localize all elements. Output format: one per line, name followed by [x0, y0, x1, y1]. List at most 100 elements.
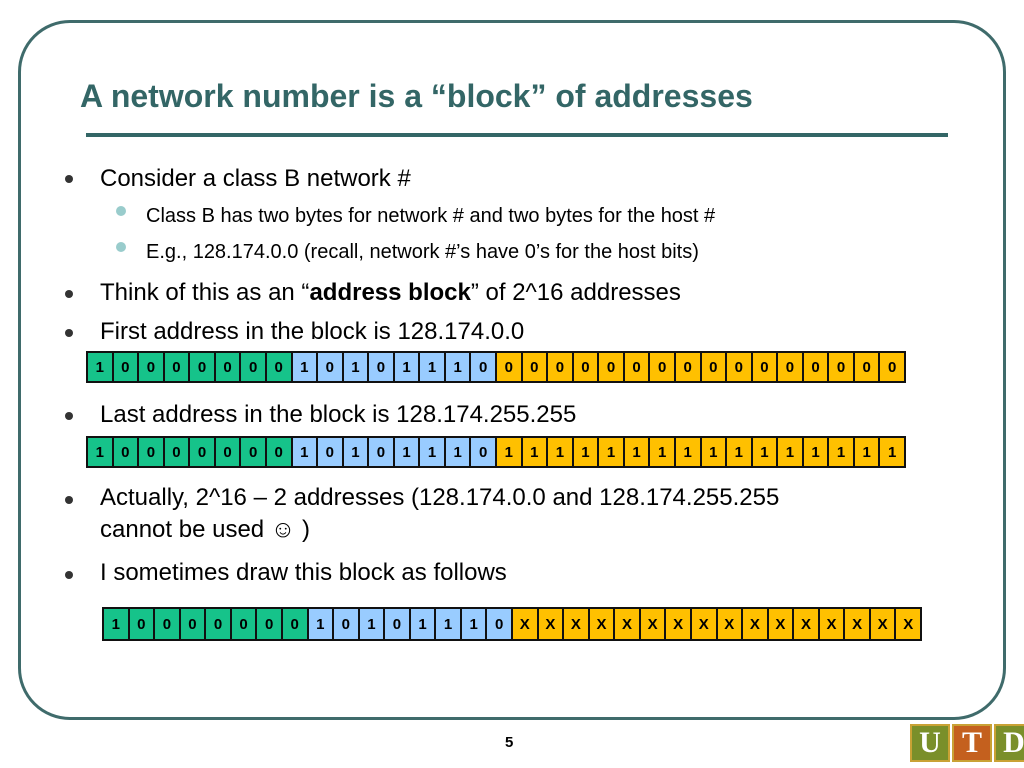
host-bit-cell: X	[896, 609, 922, 639]
host-bit-cell: 1	[650, 438, 676, 466]
host-bit-cell: 1	[624, 438, 651, 466]
logo-letter-d: D	[994, 724, 1024, 762]
host-bit-cell: 1	[829, 438, 855, 466]
bullet-dot	[65, 571, 73, 579]
bullet-dot	[65, 496, 73, 504]
host-bit-cell: 1	[803, 438, 830, 466]
host-bit-cell: 0	[675, 353, 702, 381]
network-bit-cell: 0	[241, 353, 267, 381]
host-bit-cell: 0	[752, 353, 779, 381]
utd-logo: U T D	[910, 724, 1024, 762]
network-bit-cell: 1	[88, 438, 114, 466]
host-bit-cell: X	[691, 609, 718, 639]
bullet-dot	[65, 329, 73, 337]
network-bit-cell: 1	[420, 438, 446, 466]
bullet-first-address: First address in the block is 128.174.0.…	[100, 318, 525, 345]
network-bit-cell: 0	[385, 609, 411, 639]
host-bit-cell: 0	[624, 353, 651, 381]
sub-bullet-class-b-bytes: Class B has two bytes for network # and …	[146, 205, 716, 227]
network-bit-cell: 1	[394, 438, 421, 466]
host-bit-cell: 1	[522, 438, 549, 466]
network-bit-cell: 0	[318, 353, 344, 381]
host-bit-cell: 1	[599, 438, 625, 466]
host-bit-cell: X	[870, 609, 897, 639]
bullet-last-address: Last address in the block is 128.174.255…	[100, 401, 577, 428]
host-bit-cell: X	[538, 609, 565, 639]
host-bit-cell: 0	[880, 353, 906, 381]
host-bit-cell: 1	[701, 438, 728, 466]
network-bit-cell: 0	[266, 438, 293, 466]
network-bit-cell: 0	[190, 353, 216, 381]
slide-frame	[18, 20, 1006, 720]
host-bit-cell: 0	[854, 353, 881, 381]
bullet-dot	[65, 412, 73, 420]
page-number: 5	[505, 734, 514, 751]
network-bit-cell: 1	[104, 609, 130, 639]
network-bit-cell: 0	[113, 353, 140, 381]
network-bit-cell: 0	[266, 353, 293, 381]
network-bit-cell: 0	[215, 438, 242, 466]
bullet-actually-line1: Actually, 2^16 – 2 addresses (128.174.0.…	[100, 484, 780, 511]
sub-bullet-example: E.g., 128.174.0.0 (recall, network #’s h…	[146, 241, 699, 263]
bullet-address-block-pre: Think of this as an “	[100, 279, 310, 306]
title-underline	[86, 133, 948, 137]
host-bit-cell: 0	[650, 353, 676, 381]
network-bit-cell: 1	[420, 353, 446, 381]
bullet-draw-block: I sometimes draw this block as follows	[100, 559, 507, 586]
network-bit-cell: 1	[410, 609, 437, 639]
host-bit-cell: 1	[675, 438, 702, 466]
host-bit-cell: 1	[854, 438, 881, 466]
network-bit-cell: 1	[343, 353, 370, 381]
bullet-consider-class-b: Consider a class B network #	[100, 165, 411, 192]
bullet-actually-line2: cannot be used ☺ )	[100, 516, 310, 543]
slide-title: A network number is a “block” of address…	[80, 78, 753, 114]
bullet-dot	[65, 175, 73, 183]
host-bit-cell: X	[717, 609, 744, 639]
network-bit-cell: 1	[394, 353, 421, 381]
host-bit-cell: 0	[548, 353, 574, 381]
host-bit-cell: 1	[497, 438, 523, 466]
host-bit-cell: 0	[778, 353, 804, 381]
host-bit-cell: 0	[701, 353, 728, 381]
network-bit-cell: 0	[471, 438, 497, 466]
host-bit-cell: 1	[727, 438, 753, 466]
host-bit-cell: 0	[497, 353, 523, 381]
host-bit-cell: 0	[803, 353, 830, 381]
host-bit-cell: 0	[573, 353, 600, 381]
network-bit-cell: 0	[164, 353, 191, 381]
host-bit-cell: 1	[778, 438, 804, 466]
network-bit-cell: 0	[231, 609, 258, 639]
host-bit-cell: X	[640, 609, 667, 639]
network-bit-cell: 0	[215, 353, 242, 381]
network-bit-cell: 0	[257, 609, 283, 639]
network-bit-cell: 1	[445, 438, 472, 466]
host-bit-cell: 1	[548, 438, 574, 466]
network-bit-cell: 0	[155, 609, 181, 639]
host-bit-cell: X	[564, 609, 590, 639]
network-bit-cell: 0	[334, 609, 360, 639]
host-bit-cell: 0	[599, 353, 625, 381]
host-bit-cell: X	[666, 609, 692, 639]
host-bit-cell: 0	[829, 353, 855, 381]
host-bit-cell: 1	[752, 438, 779, 466]
network-bit-cell: 0	[318, 438, 344, 466]
host-bit-cell: X	[615, 609, 641, 639]
network-bit-cell: 0	[190, 438, 216, 466]
network-bit-cell: 1	[445, 353, 472, 381]
network-bit-cell: 0	[129, 609, 156, 639]
network-bit-cell: 0	[241, 438, 267, 466]
network-bit-cell: 0	[487, 609, 513, 639]
host-bit-cell: 1	[573, 438, 600, 466]
network-bit-cell: 0	[139, 353, 165, 381]
host-bit-cell: X	[513, 609, 539, 639]
host-bit-cell: X	[845, 609, 871, 639]
host-bit-cell: X	[589, 609, 616, 639]
host-bit-cell: X	[794, 609, 820, 639]
network-bit-cell: 1	[308, 609, 335, 639]
network-bit-cell: 0	[113, 438, 140, 466]
host-bit-cell: 0	[727, 353, 753, 381]
network-bit-cell: 1	[436, 609, 462, 639]
bullet-address-block-bold: address block	[309, 279, 471, 306]
logo-letter-t: T	[952, 724, 992, 762]
